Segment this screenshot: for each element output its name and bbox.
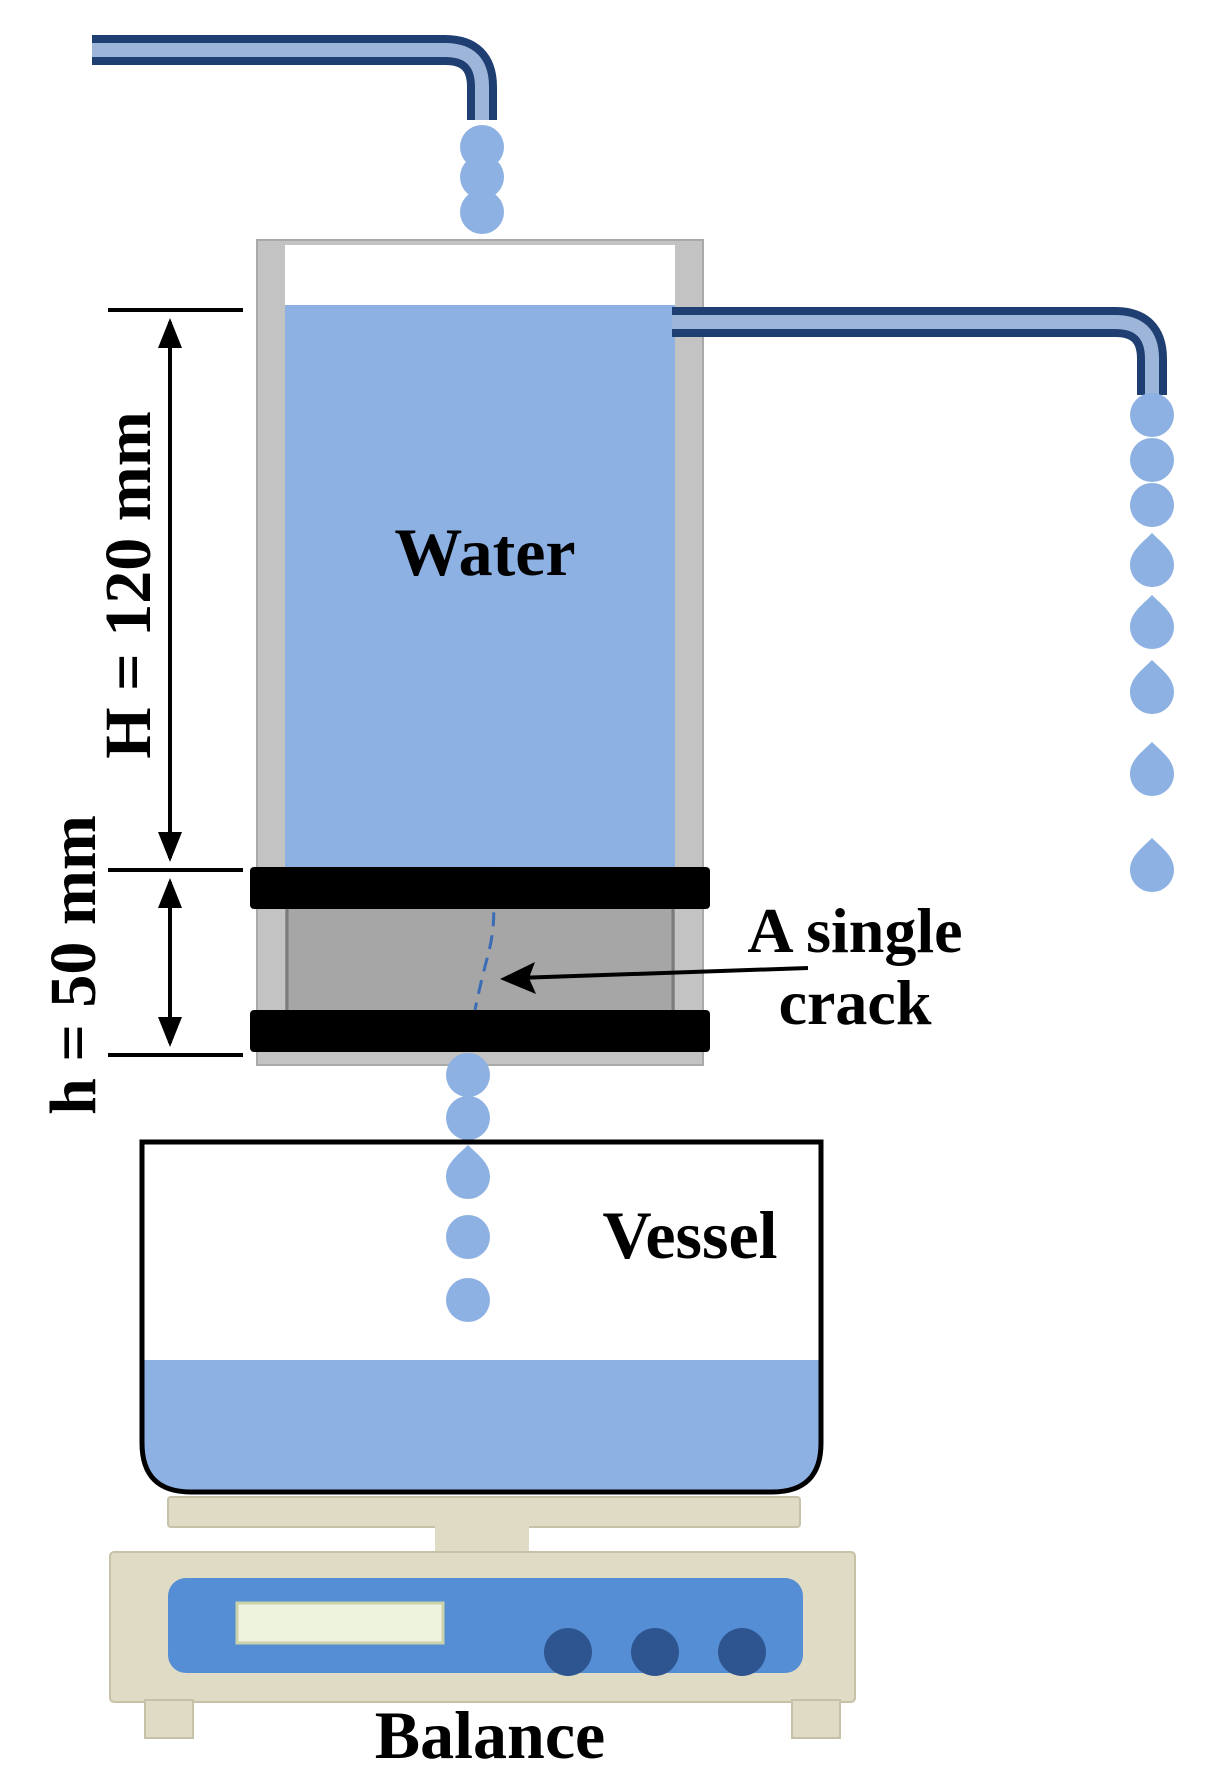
- height-upper-label: H = 120 mm: [92, 411, 165, 758]
- water-container: [250, 239, 710, 1066]
- upper-clamp: [250, 867, 710, 909]
- balance-button-3: [718, 1628, 766, 1676]
- outlet-drops: [446, 1053, 490, 1322]
- crack-annotation: [500, 962, 809, 994]
- water-droplet-icon: [1130, 483, 1174, 527]
- balance-button-2: [631, 1628, 679, 1676]
- inlet-pipe: [92, 35, 497, 120]
- height-lower-label: h = 50 mm: [37, 815, 110, 1115]
- water-column: [285, 305, 675, 875]
- dimension-arrow-upper: [158, 318, 182, 862]
- balance-foot-left: [144, 1699, 194, 1739]
- water-droplet-icon: [460, 155, 504, 199]
- water-droplet-icon: [1130, 595, 1174, 649]
- water-droplet-icon: [1130, 438, 1174, 482]
- crack-label-line2: crack: [779, 967, 932, 1038]
- container-empty-top: [285, 245, 675, 305]
- collecting-vessel: [139, 1139, 824, 1495]
- water-droplet-icon: [1130, 533, 1174, 587]
- water-label: Water: [394, 514, 575, 590]
- balance-label: Balance: [375, 1697, 605, 1773]
- balance: [109, 1496, 856, 1739]
- lower-clamp: [250, 1010, 710, 1052]
- water-droplet-icon: [446, 1096, 490, 1140]
- water-droplet-icon: [1130, 742, 1174, 796]
- water-droplet-icon: [1130, 393, 1174, 437]
- overflow-drops: [1130, 393, 1174, 892]
- balance-foot-right: [791, 1699, 841, 1739]
- water-droplet-icon: [446, 1053, 490, 1097]
- balance-stem: [435, 1525, 529, 1555]
- dimension-lines: [108, 308, 243, 1057]
- concrete-specimen: [285, 895, 675, 1025]
- water-droplet-icon: [446, 1278, 490, 1322]
- overflow-pipe: [672, 307, 1167, 395]
- balance-button-1: [544, 1628, 592, 1676]
- water-droplet-icon: [1130, 660, 1174, 714]
- water-droplet-icon: [446, 1215, 490, 1259]
- vessel-label: Vessel: [602, 1197, 777, 1273]
- balance-display: [235, 1601, 445, 1645]
- dimension-arrow-lower: [158, 878, 182, 1047]
- water-droplet-icon: [460, 190, 504, 234]
- water-droplet-icon: [446, 1145, 490, 1199]
- crack-label-line1: A single: [747, 895, 962, 966]
- balance-pan: [167, 1496, 801, 1528]
- water-droplet-icon: [1130, 838, 1174, 892]
